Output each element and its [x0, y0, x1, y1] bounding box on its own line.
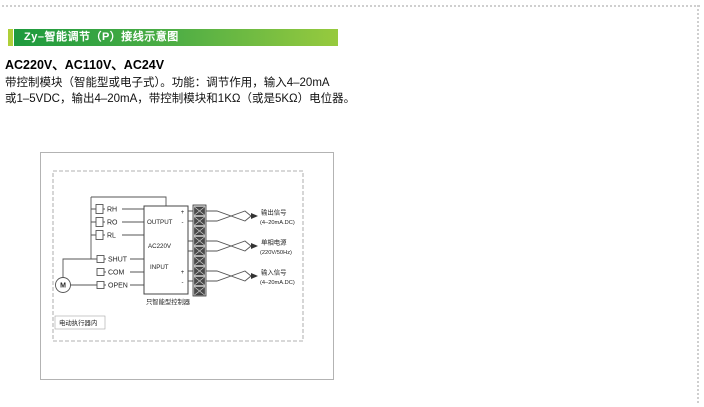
banner-accent-bar [8, 29, 13, 46]
controller-caption: 只智能型控制器 [146, 297, 191, 306]
resistor-label-rl: RL [107, 233, 116, 240]
controller-input-label: INPUT [150, 264, 169, 271]
connection-power-supply: 单相电源 (220V/50Hz) [206, 238, 292, 256]
controller-to-strip-wires [188, 210, 193, 282]
diagram-frame: 电动执行器内 RH RO RL M [40, 152, 334, 380]
terminal-strip [192, 204, 207, 297]
description-line-1: 带控制模块（智能型或电子式）。功能：调节作用，输入4–20mA [5, 77, 330, 89]
potentiometer-network [90, 196, 167, 259]
external-connections: 输出信号 (4–20mA.DC) 单相电源 (220V/50Hz) 输入信号 (… [206, 208, 295, 286]
connection-title-input: 输入信号 [261, 268, 287, 277]
arrow-input [251, 273, 258, 279]
pot-top-wire [91, 196, 167, 206]
motor-label: M [60, 283, 66, 290]
enclosure-label: 电动执行器内 [59, 318, 97, 327]
resistor-symbol-rl [95, 230, 104, 240]
connection-sub-input: (4–20mA.DC) [260, 280, 295, 286]
output-minus-sign: - [182, 220, 184, 226]
controller-outline [143, 205, 189, 295]
controller-output-label: OUTPUT [147, 219, 173, 226]
page-edge-dots-right [697, 5, 699, 403]
input-minus-sign: - [182, 280, 184, 286]
resistor-label-ro: RO [107, 220, 118, 227]
connection-title-power: 单相电源 [261, 238, 287, 247]
switch-label-shut: SHUT [108, 257, 128, 264]
switch-terminal-com [96, 268, 105, 276]
switch-label-open: OPEN [108, 283, 128, 290]
connection-output-signal: 输出信号 (4–20mA.DC) [206, 208, 295, 226]
connection-input-signal: 输入信号 (4–20mA.DC) [206, 268, 295, 286]
enclosure-label-box [54, 315, 106, 330]
resistor-symbol-ro [95, 217, 104, 227]
wiring-diagram: 电动执行器内 RH RO RL M [52, 170, 304, 342]
terminal-cells [194, 206, 205, 296]
resistor-label-rh: RH [107, 207, 117, 214]
controller-power-label: AC220V [148, 243, 172, 250]
description-text: 带控制模块（智能型或电子式）。功能：调节作用，输入4–20mA 或1–5VDC，… [5, 76, 357, 107]
twisted-pair-power [206, 240, 252, 252]
description-line-2: 或1–5VDC，输出4–20mA，带控制模块和1KΩ（或是5KΩ）电位器。 [5, 92, 356, 105]
output-plus-sign: + [181, 210, 185, 216]
twisted-pair-input [206, 270, 252, 282]
input-plus-sign: + [181, 270, 185, 276]
controller-block: OUTPUT AC220V INPUT + - + - 只智能型控制器 [143, 205, 193, 306]
connection-sub-output: (4–20mA.DC) [260, 220, 295, 226]
motor-symbol [55, 258, 97, 293]
motor-wire-up [62, 258, 97, 278]
page-edge-dots-top [2, 5, 700, 7]
limit-switch-terminals [96, 255, 144, 289]
arrow-power [251, 243, 258, 249]
arrow-output [251, 213, 258, 219]
connection-title-output: 输出信号 [261, 208, 287, 217]
section-banner: Zy–智能调节（P）接线示意图 [8, 29, 338, 46]
connection-sub-power: (220V/50Hz) [260, 250, 292, 256]
voltage-heading: AC220V、AC110V、AC24V [5, 58, 165, 72]
actuator-enclosure: 电动执行器内 [52, 170, 304, 342]
switch-label-com: COM [108, 270, 125, 277]
switch-terminal-open [96, 281, 105, 289]
twisted-pair-output [206, 210, 252, 222]
resistor-symbol-rh [95, 204, 104, 214]
switch-terminal-shut [96, 255, 105, 263]
banner-title: Zy–智能调节（P）接线示意图 [14, 29, 338, 46]
